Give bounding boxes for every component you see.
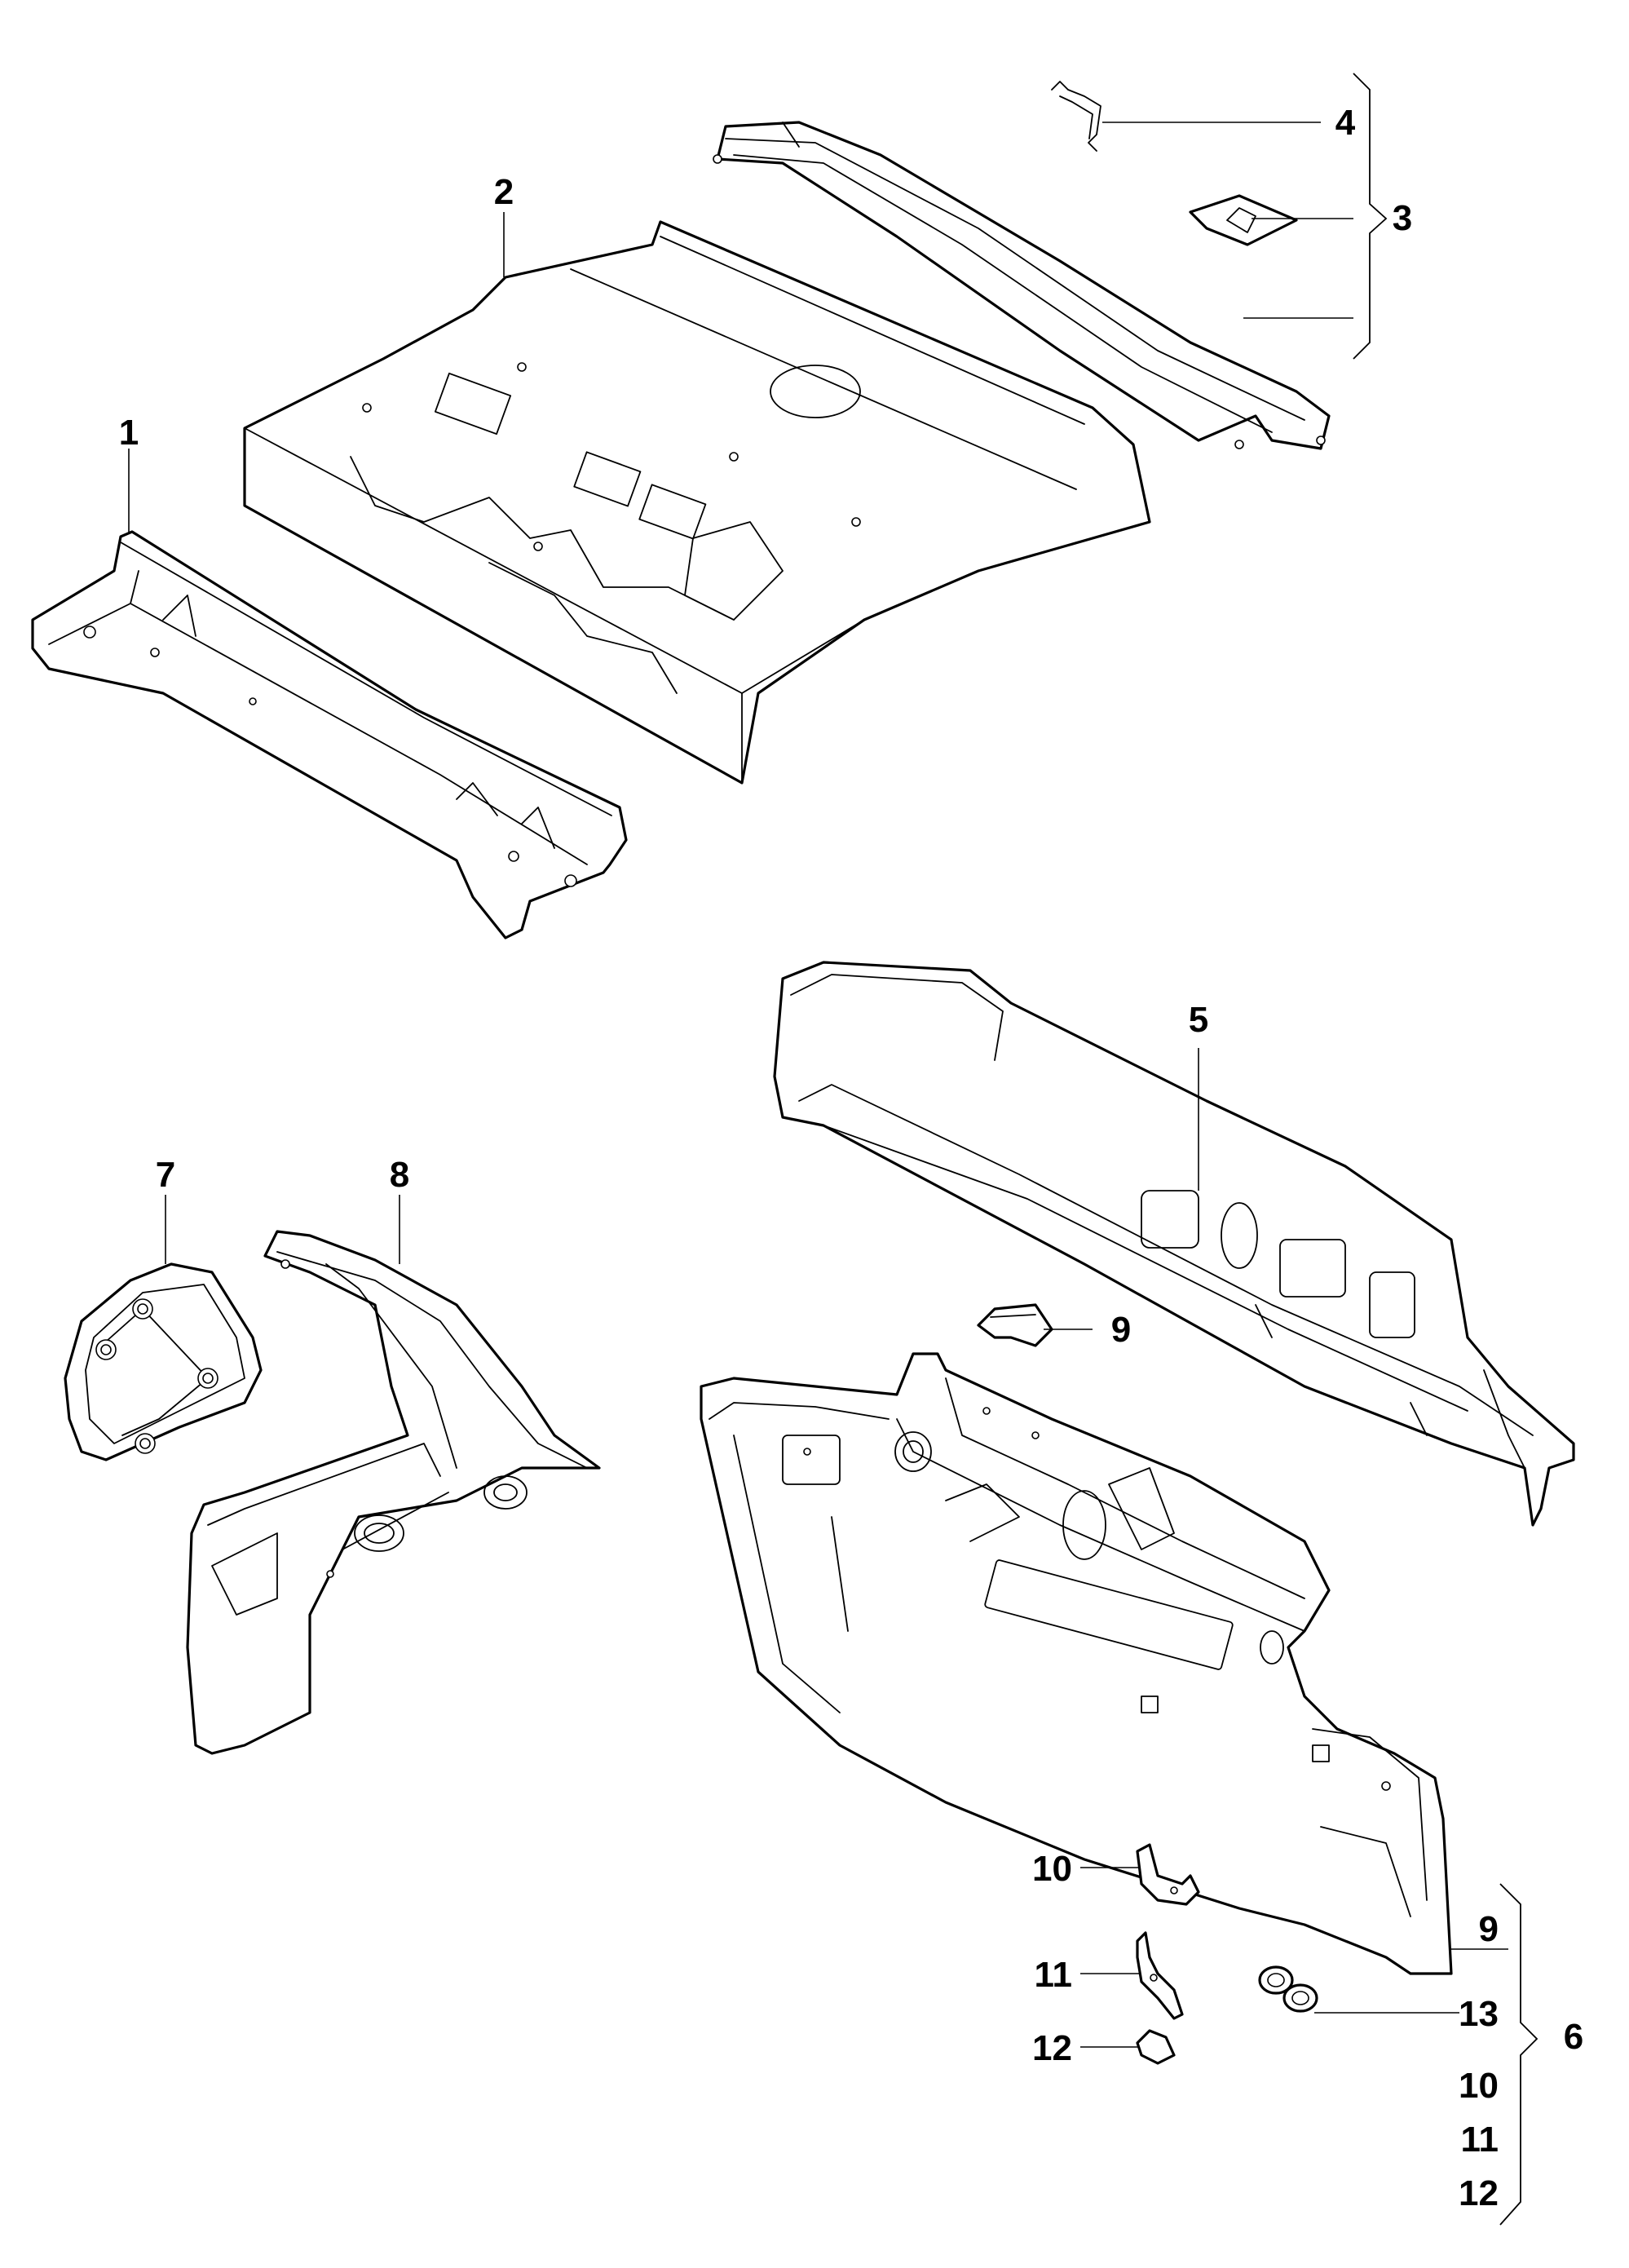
callout-3: 3 — [1393, 198, 1412, 238]
part-8-wheel-housing — [186, 1195, 601, 1755]
callout-7: 7 — [156, 1155, 175, 1195]
part-10-bracket — [1080, 1843, 1200, 1906]
assembly-brace-6 — [1499, 1883, 1538, 2226]
callout-10-assembly: 10 — [1459, 2066, 1499, 2106]
part-5-back-panel — [773, 961, 1575, 1527]
callout-2: 2 — [494, 172, 514, 212]
callout-5: 5 — [1189, 1000, 1208, 1040]
part-13-nut — [1258, 1965, 1459, 2014]
callout-12-bracket: 12 — [1032, 2028, 1072, 2068]
callout-11-assembly: 11 — [1460, 2120, 1499, 2160]
part-6-lower-back-panel — [700, 1352, 1508, 1975]
part-9-bracket — [977, 1303, 1093, 1347]
part-1-cross-member — [31, 449, 628, 939]
callout-4: 4 — [1335, 103, 1356, 143]
callout-10-bracket: 10 — [1032, 1849, 1072, 1889]
part-2-rear-floor — [243, 212, 1151, 785]
callout-12-assembly: 12 — [1459, 2173, 1499, 2213]
callout-9-assembly: 9 — [1479, 1909, 1499, 1949]
part-12-bracket — [1080, 2029, 1176, 2065]
part-7-plate — [64, 1195, 263, 1461]
part-3-upper-rail — [713, 73, 1388, 450]
callout-6: 6 — [1564, 2017, 1583, 2057]
callout-8: 8 — [390, 1155, 409, 1195]
callout-13: 13 — [1459, 1994, 1499, 2034]
part-11-bracket — [1080, 1931, 1184, 2020]
callout-11-bracket: 11 — [1034, 1955, 1072, 1995]
callout-9-bracket: 9 — [1111, 1310, 1131, 1350]
callout-1: 1 — [119, 413, 139, 453]
